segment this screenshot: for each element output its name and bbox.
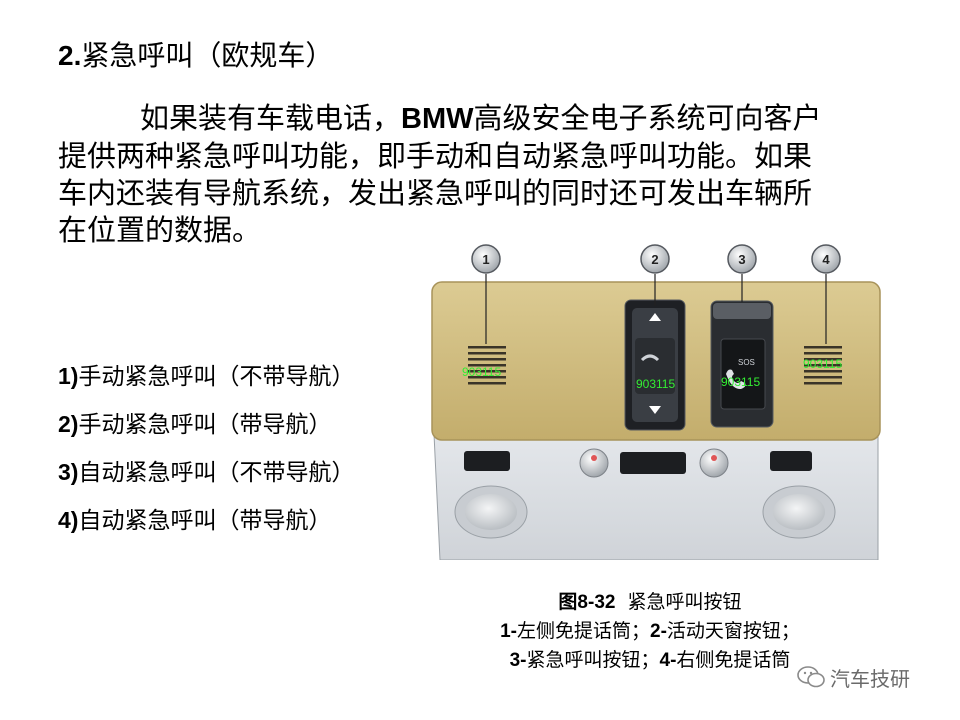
callout-1: 1 bbox=[471, 244, 501, 274]
watermark-text: 汽车技研 bbox=[830, 666, 910, 691]
callout-4: 4 bbox=[811, 244, 841, 274]
heading-text: 紧急呼叫（欧规车） bbox=[81, 39, 334, 72]
caption-text: 活动天窗按钮； bbox=[666, 620, 800, 642]
callout-2: 2 bbox=[640, 244, 670, 274]
list-number: 1) bbox=[58, 363, 79, 389]
console-illustration: SOS 903115 903115 903115 903115 1 bbox=[431, 244, 881, 561]
heading-number: 2. bbox=[58, 40, 82, 71]
caption-num: 2- bbox=[650, 621, 667, 642]
paragraph-text: 如果装有车载电话， bbox=[140, 101, 402, 135]
paragraph-line-3: 车内还装有导航系统，发出紧急呼叫的同时还可发出车辆所 bbox=[58, 176, 813, 210]
sunroof-button bbox=[624, 299, 686, 431]
sunroof-icon bbox=[640, 354, 660, 362]
callout-number: 1 bbox=[482, 252, 489, 267]
caption-text: 右侧免提话筒 bbox=[676, 649, 791, 671]
list-number: 2) bbox=[58, 411, 79, 437]
call-type-list: 1)手动紧急呼叫（不带导航） 2)手动紧急呼叫（带导航） 3)自动紧急呼叫（不带… bbox=[58, 352, 354, 544]
caption-line-2: 1-左侧免提话筒；2-活动天窗按钮； bbox=[440, 617, 860, 646]
list-number: 4) bbox=[58, 507, 79, 533]
left-sensor-knob bbox=[579, 448, 609, 478]
list-text: 手动紧急呼叫（带导航） bbox=[78, 412, 332, 438]
list-text: 自动紧急呼叫（带导航） bbox=[78, 508, 332, 534]
arrow-up-icon bbox=[649, 313, 661, 321]
left-speaker-grille bbox=[468, 346, 506, 385]
callout-number: 3 bbox=[738, 252, 745, 267]
intro-paragraph: 如果装有车载电话，BMW高级安全电子系统可向客户 提供两种紧急呼叫功能，即手动和… bbox=[58, 100, 898, 249]
watermark: 汽车技研 bbox=[796, 662, 946, 692]
callout-3: 3 bbox=[727, 244, 757, 274]
callout-number: 4 bbox=[822, 252, 830, 267]
sunroof-button-label: 903115 bbox=[636, 377, 675, 391]
caption-text: 紧急呼叫按钮； bbox=[526, 649, 660, 671]
sos-label: SOS bbox=[738, 358, 755, 367]
figure-number: 图8-32 bbox=[558, 592, 616, 613]
figure-caption: 图8-32 紧急呼叫按钮 1-左侧免提话筒；2-活动天窗按钮； 3-紧急呼叫按钮… bbox=[440, 588, 860, 675]
center-switch bbox=[620, 452, 686, 474]
list-text: 手动紧急呼叫（不带导航） bbox=[78, 364, 355, 390]
left-reading-switch bbox=[464, 451, 510, 471]
right-reading-switch bbox=[770, 451, 812, 471]
overhead-console-figure: SOS 903115 903115 903115 903115 1 bbox=[428, 244, 884, 561]
right-speaker-grille bbox=[804, 346, 842, 385]
callout-number: 2 bbox=[651, 252, 658, 267]
paragraph-text: 高级安全电子系统可向客户 bbox=[473, 101, 822, 135]
list-item: 1)手动紧急呼叫（不带导航） bbox=[58, 352, 354, 400]
caption-num: 4- bbox=[659, 650, 677, 671]
right-sensor-knob bbox=[699, 448, 729, 478]
paragraph-line-4: 在位置的数据。 bbox=[58, 213, 262, 247]
caption-line-3: 3-紧急呼叫按钮；4-右侧免提话筒 bbox=[440, 646, 860, 675]
section-heading: 2.紧急呼叫（欧规车） bbox=[58, 38, 333, 74]
phone-icon bbox=[726, 369, 746, 390]
caption-text: 左侧免提话筒； bbox=[516, 620, 650, 642]
wechat-icon bbox=[797, 666, 825, 688]
paragraph-line-1: 如果装有车载电话，BMW高级安全电子系统可向客户 bbox=[58, 100, 898, 138]
list-item: 2)手动紧急呼叫（带导航） bbox=[58, 400, 354, 448]
brand-name: BMW bbox=[401, 103, 474, 135]
list-text: 自动紧急呼叫（不带导航） bbox=[78, 460, 355, 486]
right-speaker-label: 903115 bbox=[803, 357, 842, 371]
left-speaker-label: 903115 bbox=[462, 365, 501, 379]
sos-button-label: 903115 bbox=[721, 375, 760, 389]
caption-title: 图8-32 紧急呼叫按钮 bbox=[440, 588, 860, 617]
figure-title: 紧急呼叫按钮 bbox=[627, 591, 742, 613]
caption-num: 3- bbox=[509, 650, 527, 671]
list-item: 4)自动紧急呼叫（带导航） bbox=[58, 496, 354, 544]
caption-num: 1- bbox=[500, 621, 517, 642]
list-item: 3)自动紧急呼叫（不带导航） bbox=[58, 448, 354, 496]
sos-button: SOS bbox=[710, 300, 774, 428]
list-number: 3) bbox=[58, 459, 79, 485]
arrow-down-icon bbox=[649, 406, 661, 414]
paragraph-line-2: 提供两种紧急呼叫功能，即手动和自动紧急呼叫功能。如果 bbox=[58, 139, 813, 173]
